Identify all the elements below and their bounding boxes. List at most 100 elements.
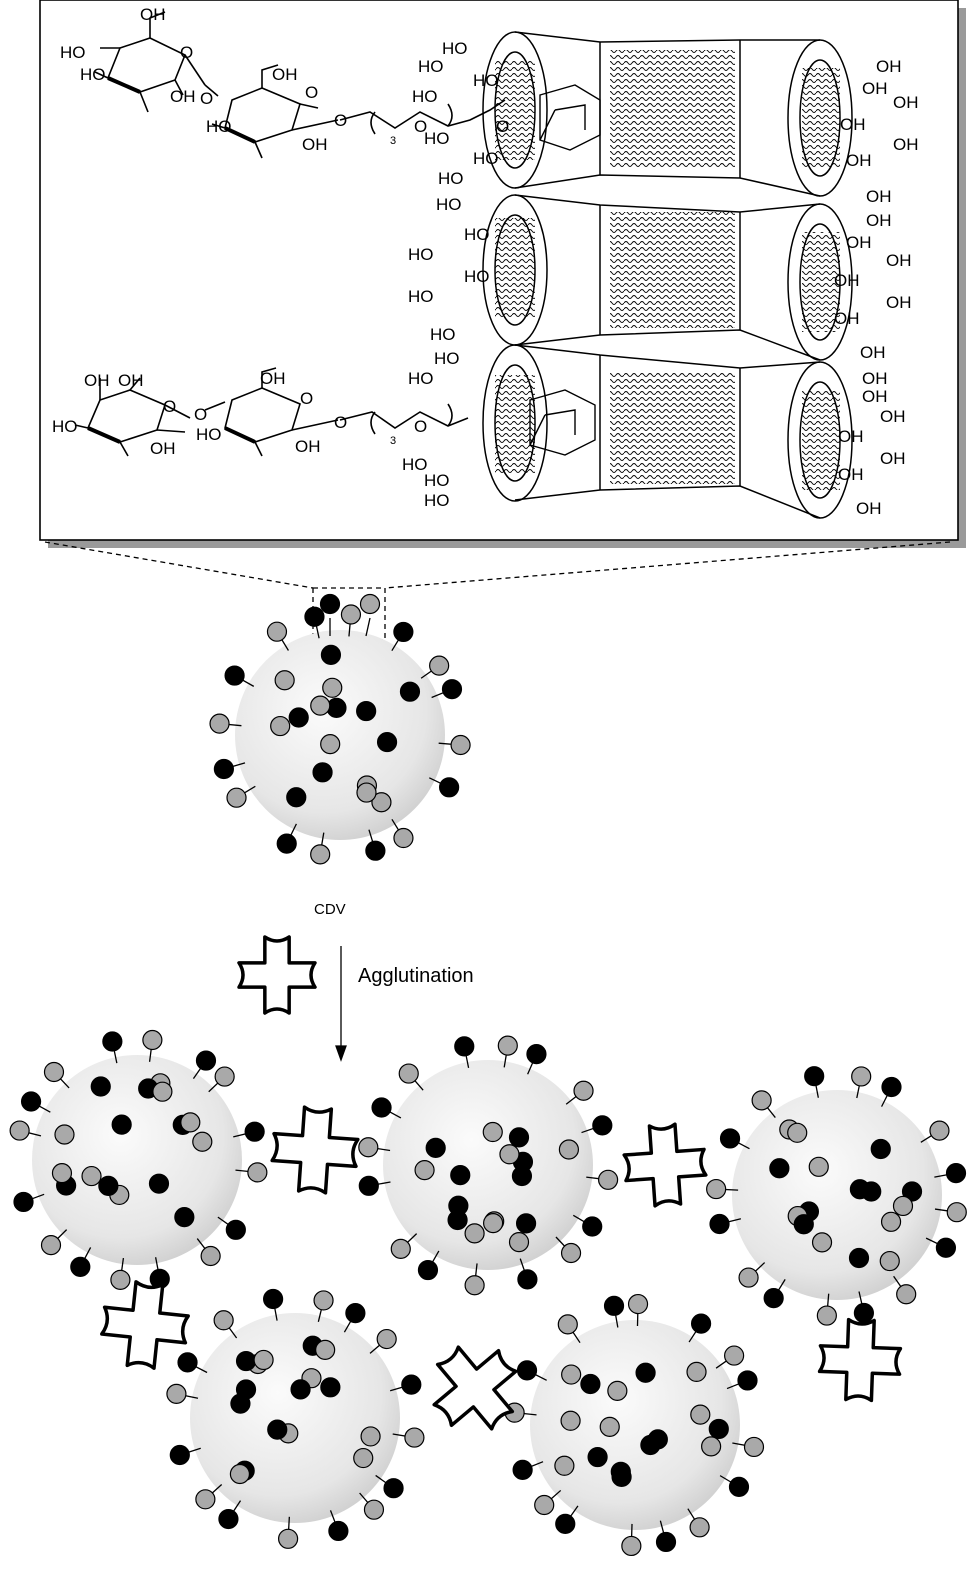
ligand-light [214, 1066, 235, 1087]
ligand-dark [793, 1214, 814, 1235]
ligand-dark [448, 1195, 469, 1216]
sugar-ligand-top [94, 11, 506, 159]
ligand-light [483, 1212, 504, 1234]
ligand-light [896, 1284, 917, 1305]
ligand-dark [371, 1097, 392, 1118]
ligand-light [808, 1156, 829, 1177]
ligand-light [398, 1063, 419, 1084]
ligand-dark [737, 1370, 758, 1391]
ligand-light [879, 1250, 900, 1272]
ligand-light [226, 787, 247, 808]
ligand-dark [515, 1213, 537, 1234]
ligand-light [229, 1463, 251, 1485]
ligand-light [892, 1195, 914, 1217]
ether-o-label: O [414, 117, 427, 136]
ho-label: HO [402, 455, 428, 474]
ligand-light [315, 1339, 336, 1360]
ligand-light [274, 670, 295, 691]
ho-label: HO [430, 325, 456, 344]
vesicle [358, 1035, 619, 1296]
ligand-dark [763, 1287, 784, 1309]
ether-o-label: O [414, 417, 427, 436]
ligand-dark [853, 1302, 875, 1324]
oh-label: OH [893, 93, 919, 112]
ligand-dark [935, 1237, 957, 1258]
oh-label: OH [170, 87, 196, 106]
ligand-light [356, 782, 377, 803]
ho-label: HO [434, 349, 460, 368]
ho-label: HO [464, 225, 490, 244]
ligand-light [322, 677, 343, 698]
ligand-light [561, 1364, 582, 1385]
ligand-dark [512, 1459, 533, 1480]
vesicle [166, 1288, 425, 1549]
ligand-dark [647, 1429, 668, 1450]
ligand-dark [148, 1173, 170, 1194]
ligand-dark [320, 1377, 341, 1398]
ether-o-label: O [200, 89, 213, 108]
oh-label: OH [880, 449, 906, 468]
ho-label: HO [412, 87, 438, 106]
ligand-light [464, 1223, 485, 1244]
ligand-light [390, 1238, 411, 1259]
vesicle-body [383, 1060, 593, 1270]
vesicle-layer [9, 593, 967, 1557]
ligand-light [43, 1061, 65, 1083]
ligand-light [690, 1404, 711, 1425]
ligand-dark [870, 1138, 891, 1160]
ligand-dark [709, 1213, 730, 1235]
oh-label: OH [893, 135, 919, 154]
vesicle-body [235, 630, 445, 840]
ligand-dark [365, 840, 386, 861]
ligand-light [738, 1267, 759, 1288]
ligand-light [40, 1235, 62, 1256]
ho-label: HO [52, 417, 78, 436]
ligand-light [464, 1275, 485, 1296]
oh-label: OH [862, 369, 888, 388]
ligand-dark [328, 1520, 349, 1542]
ligand-dark [288, 707, 309, 728]
ligand-light [482, 1121, 503, 1143]
ligand-dark [603, 1295, 625, 1316]
ligand-dark [655, 1531, 677, 1553]
ligand-dark [439, 777, 460, 798]
oh-label: OH [260, 369, 286, 388]
ligand-light [497, 1035, 518, 1056]
ligand-dark [383, 1478, 404, 1499]
ho-label: HO [438, 169, 464, 188]
ligand-dark [304, 606, 325, 627]
ligand-light [393, 827, 414, 849]
ligand-light [142, 1029, 163, 1051]
ligand-dark [195, 1050, 217, 1071]
ligand-light [880, 1211, 902, 1232]
ring-o-label: O [305, 83, 318, 102]
ligand-light [508, 1231, 530, 1253]
ligand-light [621, 1535, 642, 1557]
ligand-dark [728, 1476, 750, 1497]
oh-label: OH [862, 387, 888, 406]
oh-label: OH [862, 79, 888, 98]
ligand-light [360, 1426, 381, 1447]
oh-label: OH [886, 293, 912, 312]
oh-label: OH [860, 343, 886, 362]
lectin-outline [622, 1122, 708, 1208]
cyclodextrin-bilayer [482, 31, 853, 519]
ligand-dark [174, 1206, 195, 1228]
ligand-light [534, 1494, 555, 1516]
oh-label: OH [846, 151, 872, 170]
ligand-dark [169, 1444, 190, 1466]
vesicle-body [190, 1313, 400, 1523]
ether-o-label: O [334, 413, 347, 432]
process-label: Agglutination [358, 965, 474, 987]
ligand-dark [356, 700, 377, 722]
lectin-outline [237, 935, 317, 1015]
ligand-light [701, 1436, 722, 1457]
bilayer-hydroxyls: HO HO HO HO HO HO HO HO HO HO HO HO HO H… [402, 39, 919, 518]
ligand-light [247, 1162, 268, 1183]
ligand-light [195, 1489, 216, 1510]
ligand-light [353, 1447, 374, 1469]
oh-label: OH [886, 251, 912, 270]
ho-label: HO [80, 65, 106, 84]
ligand-dark [376, 731, 398, 753]
